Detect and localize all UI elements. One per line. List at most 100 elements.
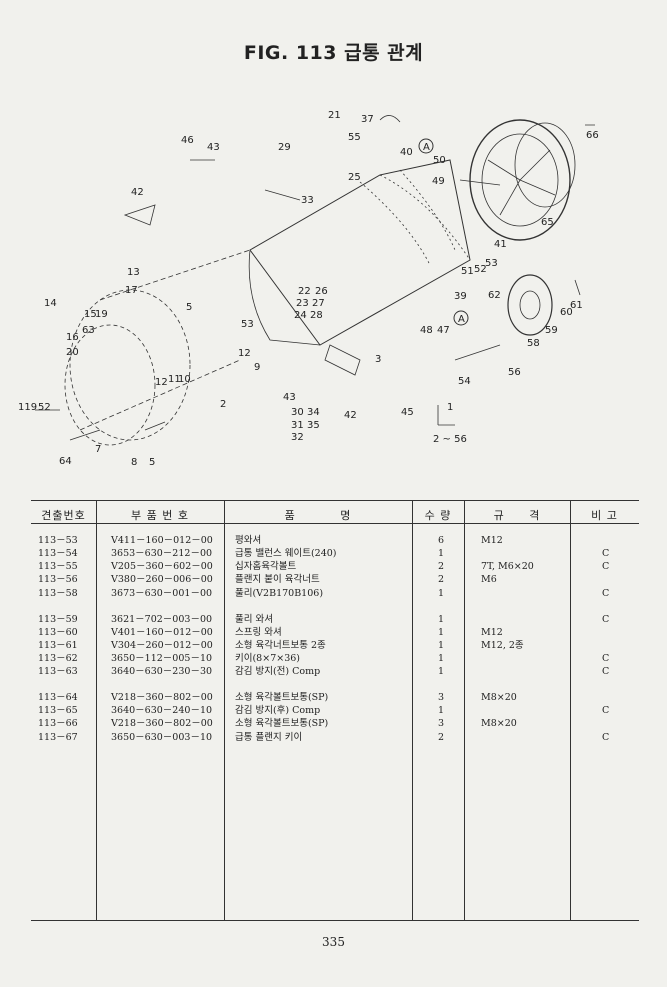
callout: 22 (298, 286, 311, 297)
callout: 58 (527, 338, 540, 349)
cell-name: 키이(8×7×36) (235, 653, 300, 664)
column-divider (570, 500, 571, 920)
table-header-rule (31, 523, 639, 524)
callout: 12 (238, 348, 251, 359)
cell-name: 소형 육각볼트보통(SP) (235, 692, 329, 703)
column-divider (464, 500, 465, 920)
callout: 43 (207, 142, 220, 153)
cell-note: C (602, 732, 610, 743)
callout: 42 (131, 187, 144, 198)
cell-name: 풀리(V2B170B106) (235, 588, 324, 599)
cell-part: 3640－630－240－10 (111, 705, 213, 716)
callout: 17 (125, 285, 138, 296)
callout: 50 (433, 155, 446, 166)
callout: 51 (461, 266, 474, 277)
callout: 54 (458, 376, 471, 387)
cell-part: 3621－702－003－00 (111, 614, 213, 625)
callout: 64 (59, 456, 72, 467)
callout: 7 (95, 444, 101, 455)
cell-qty: 1 (438, 627, 445, 638)
callout: 14 (44, 298, 57, 309)
table-bottom-rule (31, 920, 639, 921)
cell-qty: 1 (438, 548, 445, 559)
table-top-rule (31, 500, 639, 501)
callout: 41 (494, 239, 507, 250)
callout: 39 (454, 291, 467, 302)
cell-qty: 3 (438, 692, 445, 703)
callout: 26 (315, 286, 328, 297)
column-divider (412, 500, 413, 920)
cell-qty: 2 (438, 732, 445, 743)
cell-part: 3640－630－230－30 (111, 666, 213, 677)
callout: 33 (301, 195, 314, 206)
cell-part: 3653－630－212－00 (111, 548, 213, 559)
callout: 48 (420, 325, 433, 336)
cell-spec: M8×20 (481, 718, 517, 729)
callout: 11 (168, 374, 181, 385)
cell-note: C (602, 548, 610, 559)
cell-qty: 1 (438, 588, 445, 599)
callout: 46 (181, 135, 194, 146)
callout: 53 (241, 319, 254, 330)
cell-part: V411－160－012－00 (111, 535, 213, 546)
callout: 21 (328, 110, 341, 121)
cell-ref: 113－56 (38, 574, 78, 585)
cell-qty: 1 (438, 666, 445, 677)
callout: 20 (66, 347, 79, 358)
callout: 59 (545, 325, 558, 336)
cell-note: C (602, 588, 610, 599)
cell-name: 감김 방지(전) Comp (235, 666, 321, 677)
cell-ref: 113－67 (38, 732, 78, 743)
cell-ref: 113－58 (38, 588, 78, 599)
header-spec: 규 격 (493, 509, 541, 522)
column-divider (96, 500, 97, 920)
cell-ref: 113－53 (38, 535, 78, 546)
callout: 56 (508, 367, 521, 378)
callout: 42 (344, 410, 357, 421)
cell-name: 십자홈육각볼트 (235, 561, 297, 572)
header-ref: 견출번호 (41, 509, 86, 522)
callout: 61 (570, 300, 583, 311)
callout: 62 (488, 290, 501, 301)
callout: 43 (283, 392, 296, 403)
cell-spec: M12, 2종 (481, 640, 524, 651)
cell-note: C (602, 653, 610, 664)
callout: A (458, 314, 465, 325)
callout: 34 (307, 407, 320, 418)
callout: 63 (82, 325, 95, 336)
callout: 53 (485, 258, 498, 269)
cell-name: 급통 밸런스 웨이트(240) (235, 548, 337, 559)
callout: 66 (586, 130, 599, 141)
cell-qty: 2 (438, 574, 445, 585)
callout: 2 (220, 399, 226, 410)
callout: 2 ~ 56 (433, 434, 467, 445)
page-number: 335 (322, 935, 345, 949)
cell-ref: 113－60 (38, 627, 78, 638)
callout: 60 (560, 307, 573, 318)
cell-ref: 113－65 (38, 705, 78, 716)
column-divider (224, 500, 225, 920)
callout: 32 (291, 432, 304, 443)
cell-ref: 113－55 (38, 561, 78, 572)
callout: 55 (348, 132, 361, 143)
cell-name: 급통 플랜지 키이 (235, 732, 303, 743)
callout: 3 (375, 354, 381, 365)
callout: 9 (254, 362, 260, 373)
callout: 29 (278, 142, 291, 153)
callout: 16 (66, 332, 79, 343)
callout: 13 (127, 267, 140, 278)
cell-qty: 1 (438, 705, 445, 716)
header-part-number: 부 품 번 호 (131, 509, 189, 522)
cell-qty: 6 (438, 535, 445, 546)
cell-ref: 113－54 (38, 548, 78, 559)
cell-part: 3673－630－001－00 (111, 588, 213, 599)
cell-name: 평와셔 (235, 535, 262, 546)
cell-qty: 3 (438, 718, 445, 729)
cell-name: 스프링 와셔 (235, 627, 282, 638)
cell-qty: 1 (438, 640, 445, 651)
exploded-parts-diagram: 1 2 ~ 56 3 2 5 7 8 5 9 12 11 10 12 13 14… (18, 110, 599, 468)
callout: 47 (437, 325, 450, 336)
callout: 25 (348, 172, 361, 183)
callout: 19 (95, 309, 108, 320)
cell-ref: 113－61 (38, 640, 78, 651)
